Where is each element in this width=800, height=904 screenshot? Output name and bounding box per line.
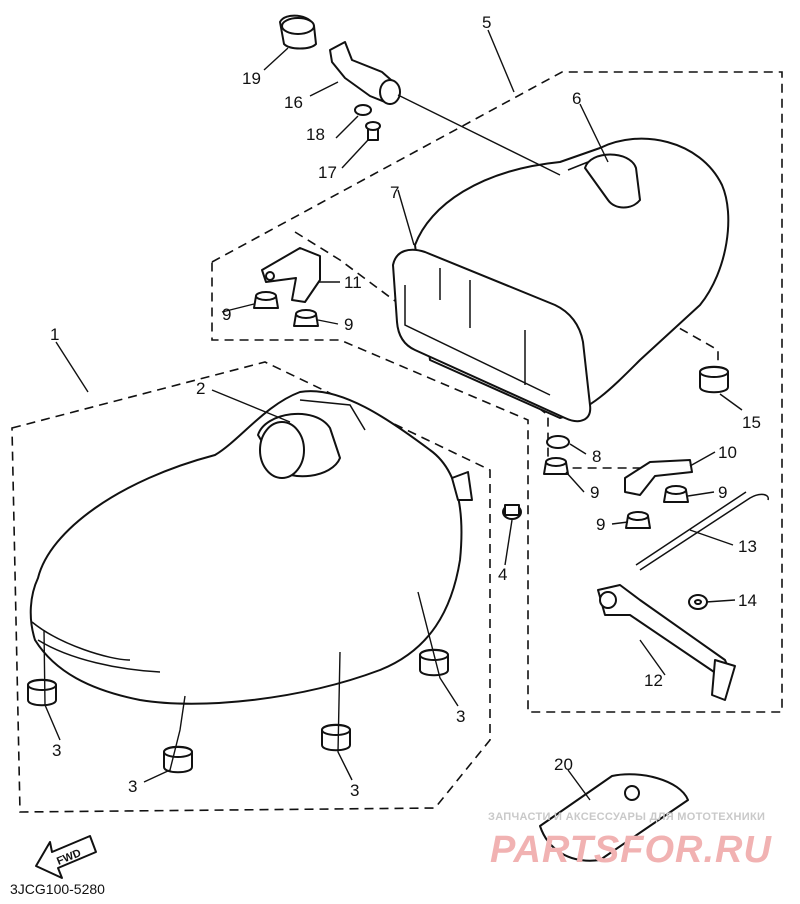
damper-15 xyxy=(699,365,729,394)
front-seat xyxy=(29,390,473,705)
watermark-line2: PARTSFOR.RU xyxy=(490,829,772,871)
callout-3-left: 3 xyxy=(52,741,61,760)
damper-3-left xyxy=(27,678,57,707)
callout-14: 14 xyxy=(738,591,757,610)
callout-20: 20 xyxy=(554,755,573,774)
seat-lock-12 xyxy=(597,584,736,701)
callout-15: 15 xyxy=(742,413,761,432)
callout-19: 19 xyxy=(242,69,261,88)
nut-9-set xyxy=(253,291,689,529)
callout-9-c: 9 xyxy=(590,483,599,502)
seat-cover-20 xyxy=(539,773,689,862)
rear-seat xyxy=(392,137,730,423)
callout-9-e: 9 xyxy=(596,515,605,534)
callout-8: 8 xyxy=(592,447,601,466)
callout-6: 6 xyxy=(572,89,581,108)
bracket-11 xyxy=(261,247,321,303)
washer-14 xyxy=(688,594,708,610)
callout-5: 5 xyxy=(482,13,491,32)
callout-4: 4 xyxy=(498,565,507,584)
bolt-4 xyxy=(502,504,522,520)
group-outline-5 xyxy=(211,71,783,713)
callout-16: 16 xyxy=(284,93,303,112)
cap-19 xyxy=(279,14,317,50)
clip-18 xyxy=(354,104,372,116)
damper-3-bottom-left xyxy=(163,745,193,774)
seat-lock-cable-13 xyxy=(635,491,769,571)
bracket-10 xyxy=(624,459,693,496)
callout-3-bottom-right: 3 xyxy=(350,781,359,800)
callout-7: 7 xyxy=(390,183,399,202)
callout-13: 13 xyxy=(738,537,757,556)
callout-2: 2 xyxy=(196,379,205,398)
callout-1: 1 xyxy=(50,325,59,344)
callout-11: 11 xyxy=(344,273,362,292)
callout-9-a: 9 xyxy=(222,305,231,324)
damper-3-bottom-right xyxy=(321,723,351,752)
lock-cylinder-16 xyxy=(329,41,401,105)
bolt-17 xyxy=(365,121,381,141)
fwd-arrow: FWD xyxy=(35,835,97,879)
callout-9-b: 9 xyxy=(344,315,353,334)
callout-10: 10 xyxy=(718,443,737,462)
callout-18: 18 xyxy=(306,125,325,144)
callout-12: 12 xyxy=(644,671,663,690)
diagram-code: 3JCG100-5280 xyxy=(10,881,105,897)
collar-8 xyxy=(546,435,570,449)
callout-3-bottom-left: 3 xyxy=(128,777,137,796)
watermark-line1: ЗАПЧАСТИ И АКСЕССУАРЫ ДЛЯ МОТОТЕХНИКИ xyxy=(488,811,765,823)
callout-17: 17 xyxy=(318,163,337,182)
damper-3-right xyxy=(419,648,449,677)
leader-lines xyxy=(43,29,743,801)
callout-9-d: 9 xyxy=(718,483,727,502)
callout-3-right: 3 xyxy=(456,707,465,726)
group-outline-1 xyxy=(11,361,491,813)
